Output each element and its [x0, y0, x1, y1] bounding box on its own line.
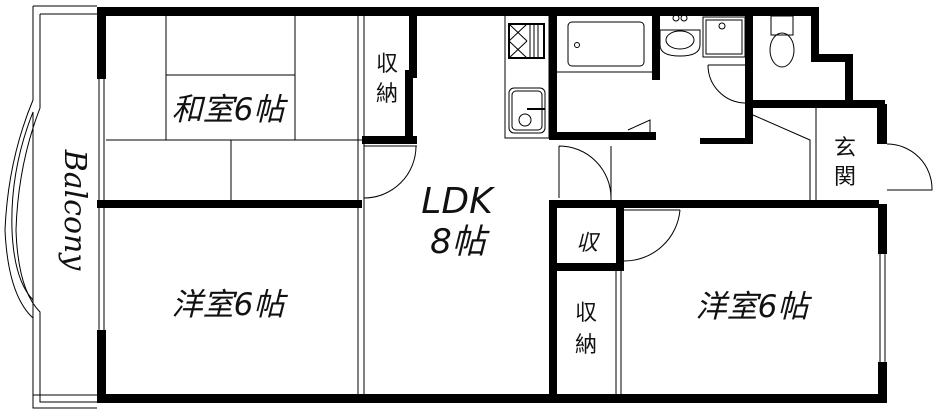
stove-icon — [508, 23, 545, 59]
room-label-closet-bottom-1: 収 — [575, 301, 597, 326]
room-label-closet-bottom-2: 納 — [575, 333, 597, 358]
washbasin-icon — [659, 14, 701, 57]
walls — [97, 7, 887, 403]
toilet-icon — [769, 15, 795, 68]
room-label-entrance-2: 関 — [834, 165, 856, 190]
room-label-closet-top-1: 収 — [376, 52, 398, 77]
room-label-ldk-size: 8帖 — [430, 222, 491, 262]
balcony — [4, 5, 97, 409]
kitchen-counter — [504, 14, 550, 139]
room-label-washitsu: 和室6帖 — [172, 92, 289, 128]
room-label-ldk: LDK — [421, 181, 495, 222]
room-label-yoshitsu-right: 洋室6帖 — [696, 289, 813, 325]
thin-lines — [98, 16, 933, 394]
room-label-yoshitsu-left: 洋室6帖 — [172, 287, 289, 323]
bathtub-icon — [557, 21, 652, 73]
room-label-balcony: Balcony — [57, 149, 92, 272]
washing-machine-pan-icon — [702, 16, 746, 58]
kitchen-sink-icon — [508, 87, 546, 134]
room-label-closet-top-2: 納 — [376, 82, 398, 107]
room-label-entrance-1: 玄 — [834, 136, 856, 161]
room-label-closet-small: 収 — [576, 231, 601, 256]
